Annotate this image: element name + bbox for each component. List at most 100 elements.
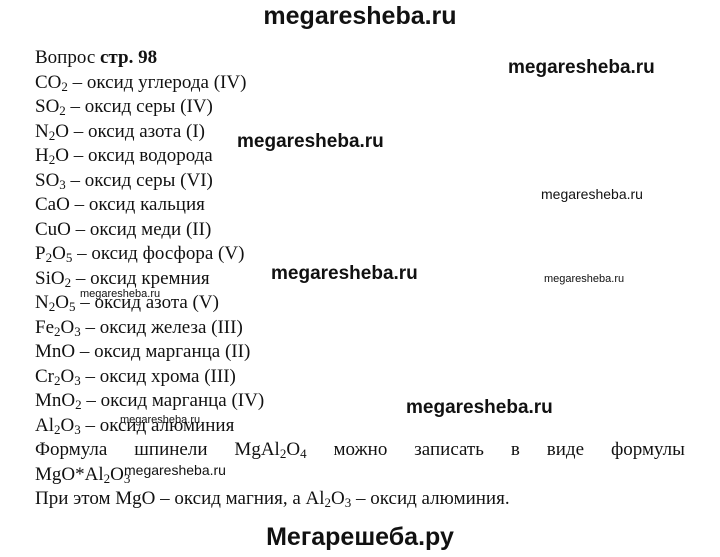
text-segment: H: [35, 145, 49, 166]
question-label: Вопрос: [35, 47, 100, 68]
text-segment: Формула: [35, 439, 108, 460]
subscript: 2: [45, 250, 53, 265]
subscript: 2: [75, 397, 82, 412]
text-segment: CuO – оксид меди (II): [35, 218, 212, 240]
text-segment: – оксид азота (V): [75, 292, 219, 313]
subscript: 3: [123, 470, 131, 486]
oxide-line: H2O – оксид водорода: [35, 144, 685, 169]
text-segment: N: [35, 292, 49, 313]
subscript: 2: [103, 470, 111, 486]
text-segment: шпинели: [134, 439, 208, 460]
subscript: 2: [64, 274, 72, 290]
subscript: 3: [74, 372, 81, 388]
text-segment: виде: [546, 439, 585, 460]
subscript: 2: [54, 421, 61, 437]
oxide-line: N2O5 – оксид азота (V): [35, 291, 685, 316]
text-segment: O: [60, 365, 75, 387]
text-segment: – оксид алюминия.: [351, 488, 510, 509]
oxide-line: Fe2O3 – оксид железа (III): [35, 316, 685, 341]
text-segment: SO: [35, 169, 60, 191]
watermark: megaresheba.ru: [120, 414, 201, 426]
subscript: 2: [59, 103, 66, 118]
subscript: 2: [324, 495, 332, 510]
text-segment: можно: [333, 439, 388, 460]
subscript: 3: [74, 323, 81, 339]
oxide-line: SO2 – оксид серы (IV): [35, 95, 685, 120]
question-heading: Вопрос стр. 98: [35, 46, 685, 71]
watermark: megaresheba.ru: [124, 462, 226, 478]
text-segment: – оксид фосфора (V): [72, 243, 245, 264]
text-segment: Cr: [35, 365, 54, 387]
text-segment: O: [60, 316, 75, 338]
sentence-word: MgAl2O4: [234, 438, 306, 463]
text-segment: O: [110, 463, 124, 485]
sentence-word: виде: [547, 438, 584, 463]
text-segment: – оксид алюминия: [80, 414, 235, 436]
text-segment: Fe: [35, 316, 54, 338]
text-segment: – оксид серы (VI): [65, 169, 213, 191]
subscript: 3: [59, 176, 66, 192]
oxide-line: Al2O3 – оксид алюминия: [35, 414, 685, 439]
text-segment: SO: [35, 96, 60, 117]
question-page: стр. 98: [100, 47, 158, 68]
text-segment: O: [55, 292, 69, 313]
text-segment: SiO: [35, 267, 65, 289]
oxide-line: CO2 – оксид углерода (IV): [35, 71, 685, 96]
site-header: megaresheba.ru: [263, 2, 457, 30]
subscript: 4: [300, 446, 307, 461]
subscript: 5: [65, 250, 73, 265]
oxide-line: P2O5 – оксид фосфора (V): [35, 242, 685, 267]
oxide-line: CuO – оксид меди (II): [35, 218, 685, 243]
oxide-line: MnO – оксид марганца (II): [35, 340, 685, 365]
text-segment: O – оксид азота (I): [55, 120, 206, 142]
text-segment: P: [35, 243, 46, 264]
oxide-line: N2O – оксид азота (I): [35, 120, 685, 145]
text-segment: O: [60, 414, 75, 436]
conclusion-sentence: При этом MgO – оксид магния, а Al2O3 – о…: [35, 487, 685, 512]
oxide-line: MnO2 – оксид марганца (IV): [35, 389, 685, 414]
watermark: megaresheba.ru: [406, 397, 553, 418]
subscript: 5: [68, 299, 76, 314]
text-segment: MgO*Al: [35, 463, 104, 485]
text-segment: Al: [35, 414, 54, 436]
spinel-sentence: Формула шпинели MgAl2O4 можно записать в виде ф…: [35, 438, 685, 463]
oxide-line: Cr2O3 – оксид хрома (III): [35, 365, 685, 390]
text-segment: – оксид железа (III): [80, 316, 243, 338]
sentence-word: в: [511, 438, 520, 463]
watermark: megaresheba.ru: [541, 186, 643, 202]
subscript: 2: [48, 127, 56, 143]
spinel-formula: MgO*Al2O3: [35, 463, 685, 488]
text-segment: в: [510, 439, 520, 460]
sentence-word: можно: [334, 438, 388, 463]
watermark: megaresheba.ru: [271, 263, 418, 284]
subscript: 2: [48, 152, 56, 167]
oxide-line: SO3 – оксид серы (VI): [35, 169, 685, 194]
watermark: megaresheba.ru: [508, 57, 655, 78]
text-segment: – оксид серы (IV): [65, 96, 213, 117]
oxide-line: SiO2 – оксид кремния: [35, 267, 685, 292]
subscript: 2: [61, 78, 68, 94]
watermark: megaresheba.ru: [544, 273, 625, 285]
text-segment: O: [331, 488, 345, 509]
sentence-word: записать: [414, 438, 484, 463]
sentence-word: Формула: [35, 438, 107, 463]
watermark: megaresheba.ru: [80, 288, 161, 300]
sentence-word: шпинели: [134, 438, 207, 463]
text-segment: – оксид хрома (III): [80, 365, 236, 387]
text-segment: MgAl: [234, 439, 280, 460]
text-segment: CaO – оксид кальция: [35, 194, 205, 215]
subscript: 2: [54, 372, 61, 388]
text-segment: записать: [414, 439, 484, 460]
text-segment: N: [35, 120, 49, 142]
text-segment: – оксид углерода (IV): [67, 71, 247, 93]
subscript: 2: [54, 323, 61, 339]
text-segment: – оксид марганца (IV): [81, 390, 265, 411]
text-segment: формулы: [610, 439, 685, 460]
oxide-line: CaO – оксид кальция: [35, 193, 685, 218]
text-segment: MnO – оксид марганца (II): [35, 341, 251, 362]
sentence-word: формулы: [611, 438, 685, 463]
text-segment: При этом MgO – оксид магния, а Al: [35, 488, 325, 509]
oxide-list: CO2 – оксид углерода (IV)SO2 – оксид сер…: [35, 71, 685, 439]
text-segment: O – оксид водорода: [55, 145, 213, 166]
text-segment: O: [286, 439, 301, 460]
